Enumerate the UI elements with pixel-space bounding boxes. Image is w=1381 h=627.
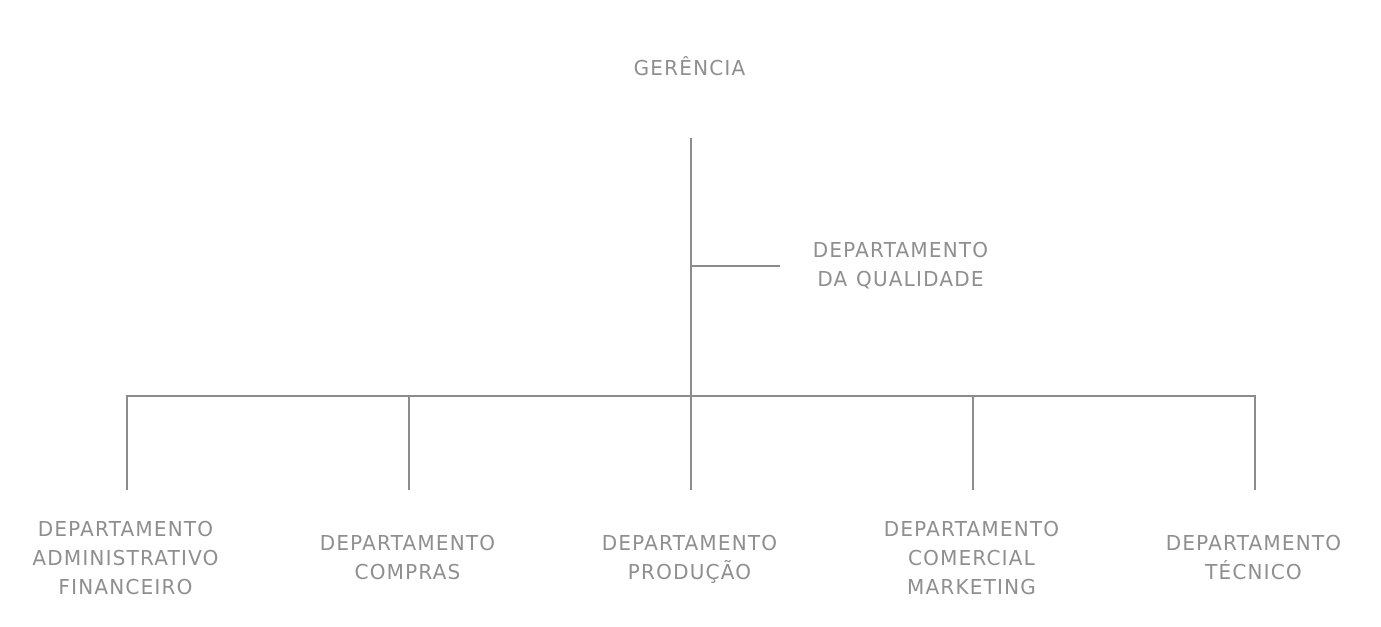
node-departamento-comercial-marketing: DEPARTAMENTO COMERCIAL MARKETING <box>884 515 1061 602</box>
node-compras-line-2: COMPRAS <box>354 560 462 584</box>
node-departamento-compras: DEPARTAMENTO COMPRAS <box>320 529 497 587</box>
department-drop-connector-3 <box>690 395 692 490</box>
node-producao-line-1: DEPARTAMENTO <box>601 531 779 555</box>
department-drop-connector-5 <box>1254 395 1256 490</box>
node-departamento-administrativo-financeiro: DEPARTAMENTO ADMINISTRATIVO FINANCEIRO <box>32 515 219 602</box>
trunk-connector <box>690 138 692 396</box>
node-compras-line-1: DEPARTAMENTO <box>319 531 497 555</box>
department-drop-connector-4 <box>972 395 974 490</box>
node-tecnico-line-2: TÉCNICO <box>1205 560 1303 584</box>
node-tecnico-line-1: DEPARTAMENTO <box>1165 531 1343 555</box>
node-departamento-producao: DEPARTAMENTO PRODUÇÃO <box>602 529 779 587</box>
department-drop-connector-2 <box>408 395 410 490</box>
node-comercial-line-3: MARKETING <box>907 575 1037 599</box>
node-comercial-line-2: COMERCIAL <box>908 546 1036 570</box>
node-qualidade-line-1: DEPARTAMENTO <box>812 238 990 262</box>
node-producao-line-2: PRODUÇÃO <box>627 560 753 584</box>
node-gerencia-label: GERÊNCIA <box>633 56 747 80</box>
node-comercial-line-1: DEPARTAMENTO <box>883 517 1061 541</box>
node-qualidade-line-2: DA QUALIDADE <box>817 267 985 291</box>
node-departamento-qualidade: DEPARTAMENTO DA QUALIDADE <box>813 236 990 294</box>
node-adm-fin-line-3: FINANCEIRO <box>58 575 194 599</box>
node-departamento-tecnico: DEPARTAMENTO TÉCNICO <box>1166 529 1343 587</box>
node-gerencia: GERÊNCIA <box>634 54 747 83</box>
node-adm-fin-line-2: ADMINISTRATIVO <box>32 546 220 570</box>
department-drop-connector-1 <box>126 395 128 490</box>
staff-connector <box>690 265 780 267</box>
node-adm-fin-line-1: DEPARTAMENTO <box>37 517 215 541</box>
